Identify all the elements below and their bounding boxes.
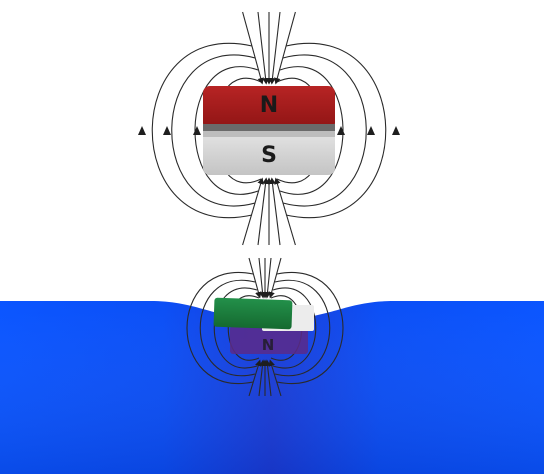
top-field-loop-3-left: [151, 42, 253, 219]
arrowhead-icon: [193, 126, 201, 135]
floating-magnet-north-label: N: [262, 336, 275, 354]
top-magnet-divider: [203, 124, 335, 134]
floating-field-vertical-upper-3: [264, 257, 272, 299]
arrowhead-icon: [138, 126, 146, 135]
liquid: [0, 301, 544, 474]
floating-field-vertical-lower-4: [268, 359, 282, 397]
top-field-vertical-lower-3: [269, 177, 281, 246]
floating-field-loop-2-left: [199, 279, 256, 377]
arrowhead-icon: [392, 126, 400, 135]
floating-field-vertical-lower-3: [264, 359, 272, 397]
top-field-vertical-upper-1: [257, 11, 269, 85]
arrowhead-icon: [163, 126, 171, 135]
floating-field-vertical-lower-0: [248, 359, 262, 397]
top-field-vertical-upper-4: [274, 11, 296, 85]
top-field-vertical-upper-3: [269, 11, 281, 85]
top-magnet-bevel: [203, 131, 335, 137]
top-magnet-north-label: N: [260, 93, 278, 118]
floating-field-loop-0-left: [227, 295, 260, 361]
top-field-vertical-upper-0: [242, 11, 264, 85]
floating-field-vertical-upper-0: [248, 257, 262, 299]
floating-magnet-top: [213, 297, 293, 330]
top-field-loop-2-left: [171, 54, 256, 207]
floating-field-loop-2-right: [274, 279, 331, 377]
top-magnet-south-label: S: [261, 143, 277, 168]
floating-field-vertical-upper-1: [258, 257, 266, 299]
top-magnet: N S: [203, 86, 335, 175]
floating-field-vertical-lower-1: [258, 359, 266, 397]
top-magnet-north-pole: [203, 86, 335, 130]
floating-magnet-field-lines: [186, 257, 344, 397]
top-field-loop-3-right: [285, 42, 387, 219]
floating-field-loop-3-right: [276, 271, 344, 385]
floating-magnet: N: [213, 297, 314, 354]
floating-magnet-bottom: [230, 326, 308, 354]
top-field-vertical-lower-1: [257, 177, 269, 246]
floating-field-loop-1-right: [272, 287, 317, 369]
floating-field-loop-1-left: [213, 287, 258, 369]
arrowhead-icon: [337, 126, 345, 135]
liquid-shading: [0, 301, 544, 474]
floating-field-loop-3-left: [186, 271, 254, 385]
top-field-vertical-lower-4: [274, 177, 296, 246]
top-magnet-south-pole: [203, 131, 335, 175]
floating-field-vertical-upper-4: [268, 257, 282, 299]
top-field-vertical-lower-0: [242, 177, 264, 246]
top-field-loop-2-right: [282, 54, 367, 207]
arrowhead-icon: [367, 126, 375, 135]
